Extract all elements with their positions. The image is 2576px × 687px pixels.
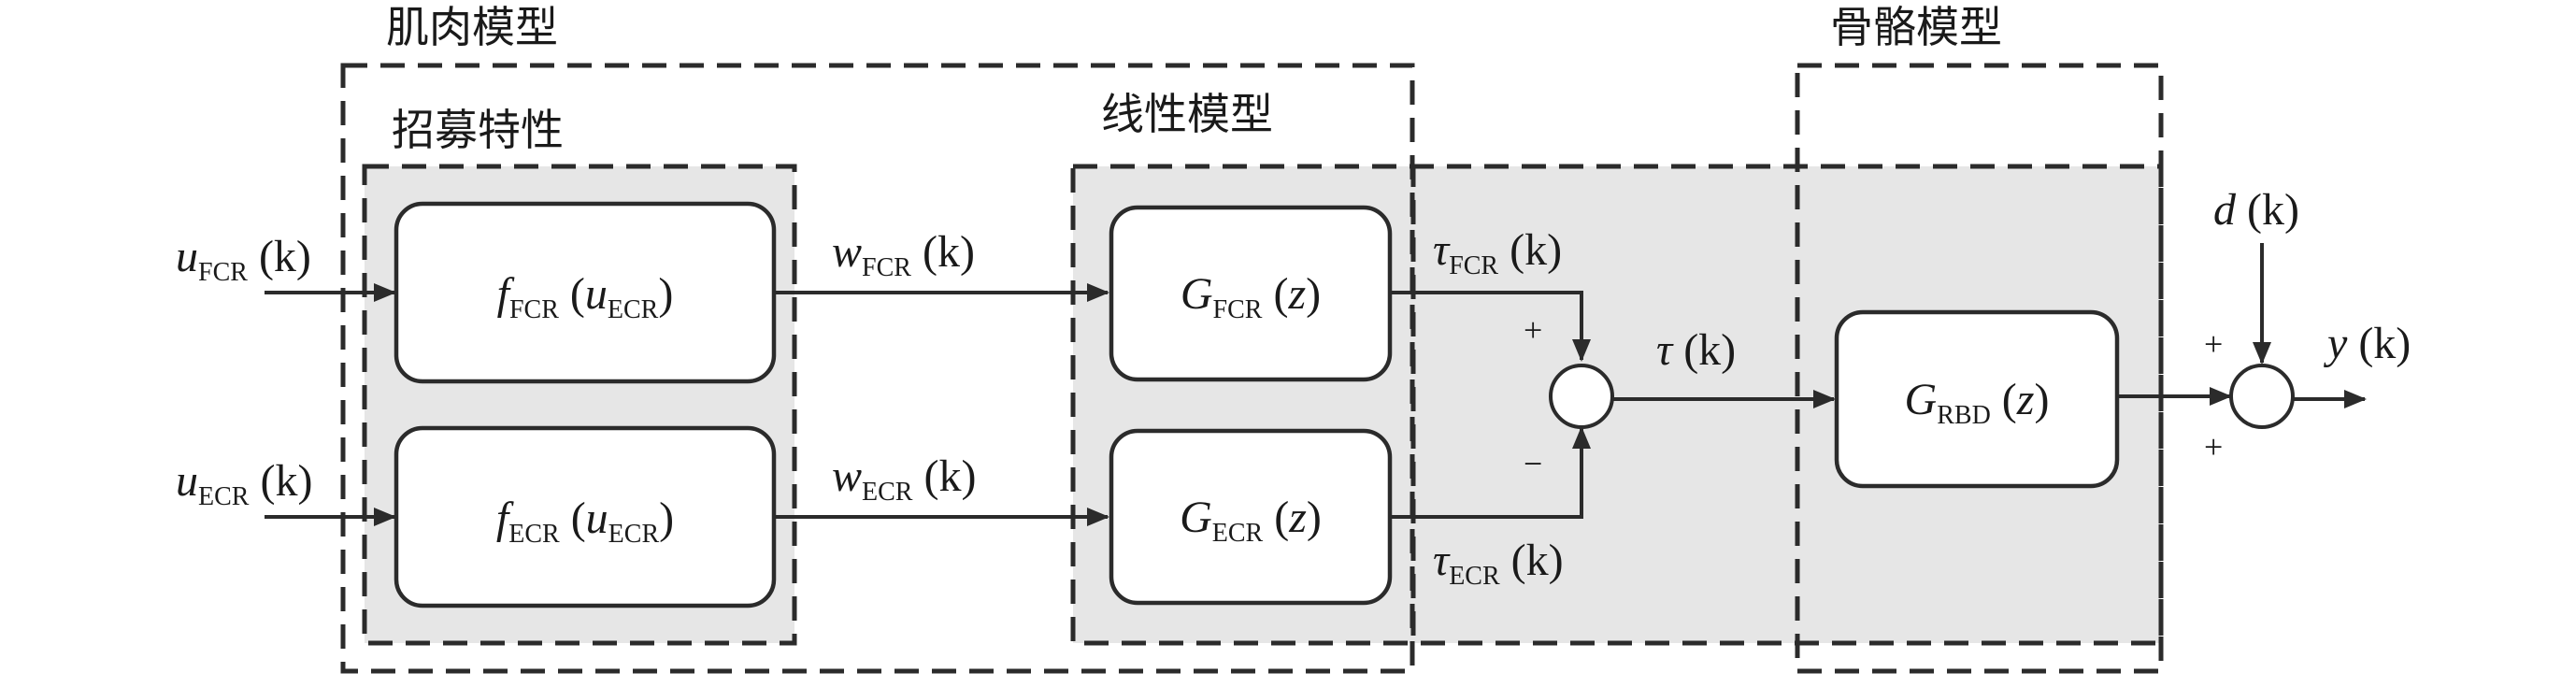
muscle-model-box bbox=[340, 63, 1415, 674]
f-fcr-block bbox=[394, 201, 777, 384]
tau-fcr-wire bbox=[1390, 291, 1591, 362]
sum-junction-torque bbox=[1549, 364, 1614, 429]
f-ecr-block bbox=[394, 425, 777, 608]
recruitment-box bbox=[362, 164, 797, 646]
sum2-plus-top-sign: + bbox=[2204, 325, 2223, 363]
sum1-minus-sign: − bbox=[1524, 445, 1542, 482]
sum1-plus-sign: + bbox=[1524, 311, 1542, 349]
linear-model-title: 线性模型 bbox=[1101, 89, 1273, 139]
skeleton-model-title: 骨骼模型 bbox=[1830, 2, 2002, 52]
w-fcr-label: wFCR (k) bbox=[832, 227, 975, 282]
f-fcr-label: fFCR (uECR) bbox=[497, 269, 674, 324]
tau-ecr-wire bbox=[1390, 426, 1591, 519]
d-label: d (k) bbox=[2213, 185, 2299, 235]
muscle-model-title: 肌肉模型 bbox=[386, 2, 558, 52]
sum-junction-output bbox=[2229, 364, 2295, 429]
g-fcr-label: GFCR (z) bbox=[1181, 269, 1321, 324]
f-ecr-label: fECR (uECR) bbox=[496, 494, 674, 549]
g-ecr-label: GECR (z) bbox=[1180, 493, 1322, 548]
g-rbd-block bbox=[1834, 309, 2120, 489]
sum2-plus-bottom-sign: + bbox=[2204, 428, 2223, 465]
u-ecr-label: uECR (k) bbox=[176, 456, 312, 511]
u-fcr-label: uFCR (k) bbox=[176, 232, 311, 287]
w-ecr-label: wECR (k) bbox=[832, 451, 976, 507]
y-label: y (k) bbox=[2323, 319, 2411, 368]
g-ecr-block bbox=[1109, 428, 1393, 606]
tau-ecr-label: τECR (k) bbox=[1433, 536, 1564, 591]
recruitment-title: 招募特性 bbox=[392, 105, 564, 155]
tau-fcr-label: τFCR (k) bbox=[1433, 225, 1562, 280]
g-rbd-label: GRBD (z) bbox=[1905, 375, 2050, 430]
shaded-region-box bbox=[1070, 164, 2164, 646]
tau-label: τ (k) bbox=[1656, 325, 1736, 375]
g-fcr-block bbox=[1109, 205, 1393, 382]
